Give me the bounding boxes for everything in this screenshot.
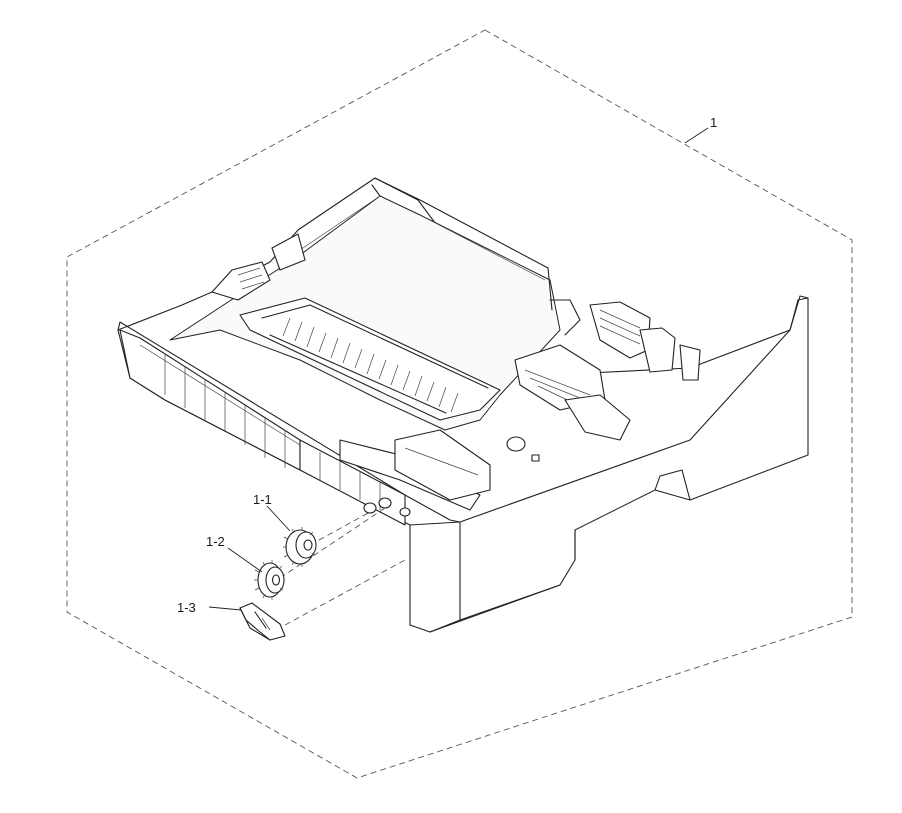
callout-label-1-2: 1-2 bbox=[206, 534, 225, 549]
part-guide-line-2 bbox=[279, 507, 386, 579]
lever-1-3 bbox=[239, 602, 286, 641]
gear-1-1 bbox=[283, 527, 317, 567]
part-guide-line-3 bbox=[284, 559, 406, 626]
callout-1-2: 1-2 bbox=[206, 534, 263, 573]
callout-1-3: 1-3 bbox=[177, 600, 242, 615]
callout-label-1: 1 bbox=[710, 115, 717, 130]
paper-tray bbox=[117, 177, 809, 633]
callout-1: 1 bbox=[684, 115, 717, 144]
callout-1-1: 1-1 bbox=[253, 492, 291, 532]
part-guide-line-1 bbox=[309, 511, 371, 546]
callout-label-1-3: 1-3 bbox=[177, 600, 196, 615]
gear-1-2 bbox=[254, 560, 285, 600]
side-ribs bbox=[139, 344, 301, 468]
assembly-boundary bbox=[66, 29, 853, 779]
guide-ribs bbox=[282, 317, 459, 413]
callout-label-1-1: 1-1 bbox=[253, 492, 272, 507]
